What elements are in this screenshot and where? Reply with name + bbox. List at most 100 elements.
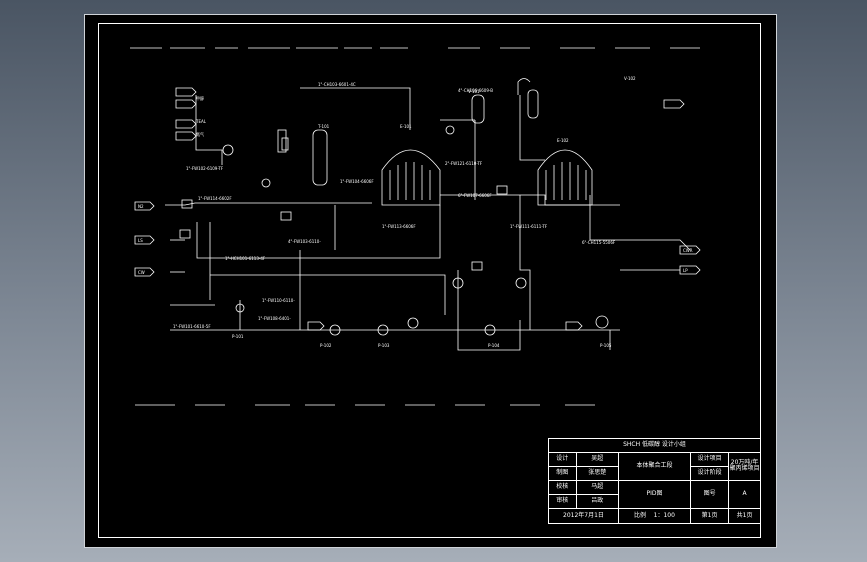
equipment-tag-2: E-102 bbox=[557, 138, 569, 143]
column-c101 bbox=[312, 129, 328, 186]
sheet-label: 第1页 bbox=[690, 507, 730, 525]
equipment-tag-6: P-102 bbox=[320, 343, 332, 348]
client-name: 20万吨/年聚丙烯项目 bbox=[728, 451, 761, 481]
line-number-7: 1"-FW111-6111-TF bbox=[510, 224, 548, 229]
pump-p101 bbox=[329, 324, 341, 336]
reactor-r101 bbox=[381, 149, 441, 206]
role-approve: 审核 bbox=[548, 493, 577, 509]
process-line-lower bbox=[210, 274, 446, 315]
connector-mid-2 bbox=[565, 321, 583, 331]
line-number-10: 1"-FW102-6109-TF bbox=[186, 166, 224, 171]
role-draw: 制图 bbox=[548, 465, 577, 481]
instrument-fic-5 bbox=[496, 185, 508, 195]
line-number-8: 4"-FW103-6110- bbox=[288, 239, 321, 244]
project-name: 本体聚合工段 bbox=[617, 451, 692, 481]
stream-label-2: 氮气 bbox=[196, 131, 204, 137]
instrument-fic-3 bbox=[280, 211, 292, 221]
pump-p103 bbox=[484, 324, 496, 336]
exchanger-e102 bbox=[261, 178, 271, 188]
scale-value: 1：100 bbox=[653, 511, 675, 519]
process-line-column-2 bbox=[519, 95, 545, 161]
line-number-6: 1"-FW113-6606F bbox=[382, 224, 416, 229]
pump-p105 bbox=[235, 303, 245, 313]
exchanger-e105 bbox=[515, 277, 527, 289]
drawing-no: A bbox=[728, 479, 761, 509]
equipment-tag-1: E-101 bbox=[400, 124, 412, 129]
title-block: SHCH 低碳醇 设计小组 设计 吴超 本体聚合工段 设计项目 20万吨/年聚丙… bbox=[548, 438, 761, 525]
instrument-fic-6 bbox=[281, 137, 289, 151]
equipment-tag-0: T-101 bbox=[317, 124, 330, 129]
equipment-tag-3: V-101 bbox=[468, 89, 480, 94]
exchanger-e101 bbox=[222, 144, 234, 156]
reactor-r102-coil bbox=[545, 162, 587, 200]
equipment-tag-7: P-103 bbox=[378, 343, 390, 348]
stream-label-0: 甲醇 bbox=[196, 95, 204, 101]
name-design: 吴超 bbox=[575, 451, 619, 467]
scale-label: 比例 bbox=[634, 511, 647, 519]
equipment-tag-5: P-101 bbox=[232, 334, 244, 339]
drawing-frame bbox=[98, 23, 761, 538]
title-block-table: SHCH 低碳醇 设计小组 设计 吴超 本体聚合工段 设计项目 20万吨/年聚丙… bbox=[548, 438, 761, 525]
line-number-11: 6"-CH115-5506F bbox=[582, 240, 616, 245]
drawing-date: 2012年7月1日 bbox=[548, 507, 619, 525]
line-number-9: 1"-HCH101-6113-4F bbox=[225, 256, 266, 261]
line-number-2: 2"-FW121-6110-TF bbox=[445, 161, 483, 166]
design-stage-label: 设计阶段 bbox=[690, 465, 730, 481]
connector-left-5 bbox=[134, 201, 155, 211]
process-line-right bbox=[589, 195, 691, 251]
connector-left-7 bbox=[134, 267, 155, 277]
stream-label-1: TEAL bbox=[195, 119, 207, 124]
line-number-1: 4"-CH106-6609-B bbox=[458, 88, 493, 93]
exchanger-e103 bbox=[445, 125, 455, 135]
line-number-12: 1"-FW110-6110- bbox=[262, 298, 295, 303]
vent-stack bbox=[517, 78, 531, 95]
connector-left-2 bbox=[175, 99, 197, 109]
process-line-v3 bbox=[457, 270, 521, 351]
role-design: 设计 bbox=[548, 451, 577, 467]
exchanger-e104 bbox=[452, 277, 464, 289]
pump-p102 bbox=[377, 324, 389, 336]
exchanger-e106 bbox=[407, 317, 419, 329]
vessel-v102 bbox=[527, 89, 539, 119]
design-item-label: 设计项目 bbox=[690, 451, 730, 467]
vessel-v101 bbox=[471, 94, 485, 124]
stream-label-3: N2 bbox=[138, 204, 144, 209]
name-draw: 张思楚 bbox=[575, 465, 619, 481]
connector-right-1 bbox=[679, 245, 701, 255]
connector-left-1 bbox=[175, 87, 197, 97]
instrument-fic-4 bbox=[471, 261, 483, 271]
process-line-main-header bbox=[165, 202, 372, 206]
instrument-fic-2 bbox=[179, 229, 191, 239]
line-number-13: 1"-FW108-6401- bbox=[258, 316, 291, 321]
process-line-recycle bbox=[196, 205, 441, 259]
line-number-4: 1"-FW104-6606F bbox=[340, 179, 374, 184]
vessel-v103 bbox=[277, 129, 287, 153]
connector-right-3 bbox=[663, 99, 685, 109]
line-number-0: 1"-CH103-6601-4C bbox=[318, 82, 356, 87]
connector-left-3 bbox=[175, 119, 197, 129]
process-line-top bbox=[300, 87, 411, 130]
line-number-14: 1"-FW101-6610-5F bbox=[173, 324, 211, 329]
connector-left-4 bbox=[175, 131, 197, 141]
connector-right-2 bbox=[679, 265, 701, 275]
name-check: 马超 bbox=[575, 479, 619, 495]
equipment-tag-9: P-105 bbox=[600, 343, 612, 348]
line-number-5: 6"-FW107-6606F bbox=[458, 193, 492, 198]
pump-p104 bbox=[595, 315, 609, 329]
stream-label-7: LP bbox=[683, 268, 688, 273]
stream-label-6: CWR bbox=[683, 248, 693, 253]
role-check: 校核 bbox=[548, 479, 577, 495]
line-number-3: 1"-FW114-6602F bbox=[198, 196, 232, 201]
equipment-tag-4: V-102 bbox=[624, 76, 636, 81]
equipment-tag-8: P-104 bbox=[488, 343, 500, 348]
reactor-r101-coil bbox=[389, 162, 431, 200]
connector-left-6 bbox=[134, 235, 155, 245]
instrument-fic-1 bbox=[181, 199, 193, 209]
process-line-v4 bbox=[519, 195, 531, 330]
stream-label-5: CW bbox=[138, 270, 145, 275]
connector-mid-1 bbox=[307, 321, 325, 331]
title-block-header: SHCH 低碳醇 设计小组 bbox=[548, 438, 761, 453]
total-label: 共1页 bbox=[728, 507, 761, 525]
stream-label-4: LS bbox=[138, 238, 143, 243]
